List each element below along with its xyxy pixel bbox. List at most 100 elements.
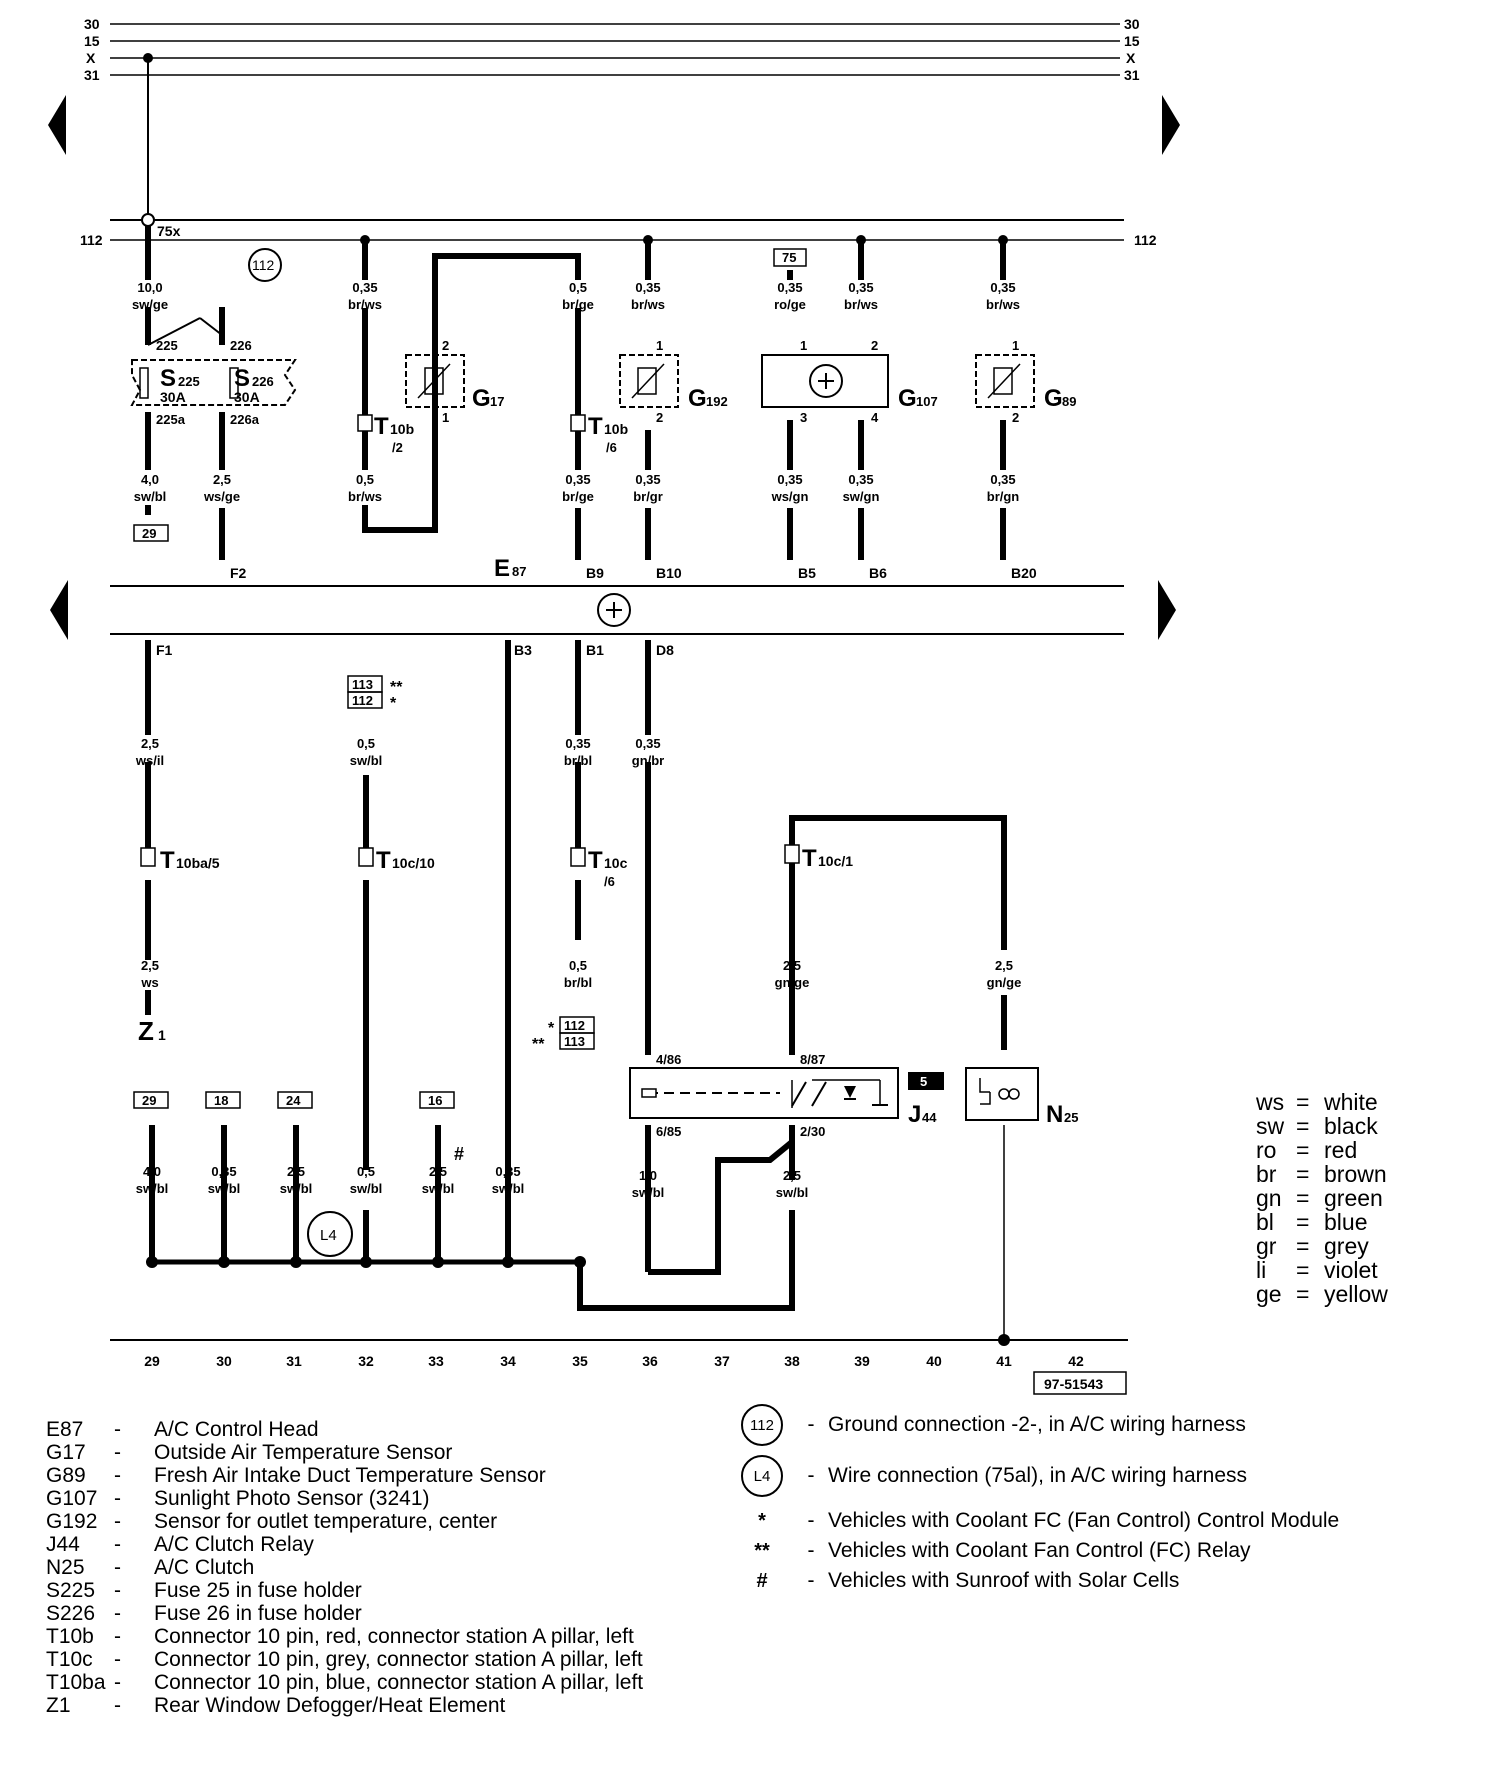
next-page-arrow-mid[interactable] [1158,580,1176,640]
wire-label: 0,35 [635,736,660,751]
wire-label: 0,35 [495,1164,520,1179]
wire-label: gn/ge [987,975,1022,990]
g107-pin-1: 1 [800,338,807,353]
color-key-row: gn=green [1256,1186,1388,1210]
ck-abbr: bl [1256,1209,1274,1235]
wire-label: 2,5 [995,958,1013,973]
wire-label: 2,5 [783,1168,801,1183]
diagram-number-box [1033,1371,1127,1395]
wire-label: br/ws [986,297,1020,312]
wire-label: 2,5 [783,958,801,973]
legend-code: Z1 [46,1694,71,1717]
g192-sub: 192 [706,394,728,409]
wire-label: 2,5 [213,472,231,487]
color-key-row: gr=grey [1256,1234,1388,1258]
legend-dash: - [114,1533,121,1556]
svg-text:/6: /6 [606,440,617,455]
g89-pin-top: 1 [1012,338,1019,353]
rail-x-left: X [86,50,96,66]
g107-pin-3: 3 [800,410,807,425]
svg-text:B20: B20 [1011,565,1037,581]
svg-text:B3: B3 [514,642,532,658]
legend-row: Z1-Rear Window Defogger/Heat Element [46,1694,746,1717]
svg-text:*: * [390,695,397,712]
e87-sub: 87 [512,564,526,579]
svg-text:29: 29 [144,1353,160,1369]
legend-dash: - [114,1694,121,1717]
note-dash: - [807,1569,815,1592]
ck-name: white [1324,1089,1378,1115]
e87-control-head: E 87 [110,555,1124,635]
note-row: L4 - Wire connection (75al), in A/C wiri… [730,1450,1450,1502]
ck-eq: = [1296,1089,1310,1115]
ck-eq: = [1296,1209,1310,1235]
wire-label: sw/bl [776,1185,809,1200]
note-symbol: L4 [730,1455,794,1497]
wire-label: 0,5 [357,736,375,751]
ref-box-29-top [133,524,169,542]
wire-label: sw/bl [492,1181,525,1196]
legend-row: G89-Fresh Air Intake Duct Temperature Se… [46,1464,746,1487]
prev-page-arrow-mid[interactable] [50,580,68,640]
ck-abbr: sw [1256,1113,1285,1139]
j44-pin-887: 8/87 [800,1052,825,1067]
note-row: 112 - Ground connection -2-, in A/C wiri… [730,1400,1450,1450]
rail-30-left: 30 [84,16,100,32]
sensor-g17: G 17 2 1 [405,338,504,425]
wire-label: br/gn [987,489,1020,504]
option-boxes-col32: 113 112 ** * [347,675,403,712]
j44-pin-486: 4/86 [656,1052,681,1067]
legend-row: G17-Outside Air Temperature Sensor [46,1441,746,1464]
note-row: ** - Vehicles with Coolant Fan Control (… [730,1536,1450,1566]
wire-label: br/bl [564,753,592,768]
svg-text:36: 36 [642,1353,658,1369]
relay-location-number: 5 [920,1074,927,1089]
wire-label: sw/bl [280,1181,313,1196]
terminal-75x: 75x [157,223,181,239]
wire-label: 0,35 [777,472,802,487]
legend-desc: Connector 10 pin, red, connector station… [154,1625,634,1648]
note-row: # - Vehicles with Sunroof with Solar Cel… [730,1566,1450,1596]
svg-text:10c: 10c [604,855,628,871]
note-dash: - [807,1539,815,1562]
wire-label: br/ge [562,489,594,504]
wire-label: 0,5 [569,958,587,973]
color-key-row: ge=yellow [1256,1282,1388,1306]
svg-text:10c/10: 10c/10 [392,855,435,871]
rail-x-right: X [1126,50,1136,66]
ck-eq: = [1296,1185,1310,1211]
pin-226: 226 [230,338,252,353]
legend-row: S226-Fuse 26 in fuse holder [46,1602,746,1625]
ref-box-75-label: 75 [782,250,796,265]
sensor-g192: G 192 1 2 [619,338,728,425]
note-text: Vehicles with Sunroof with Solar Cells [828,1569,1180,1592]
e87-main: E [494,555,510,582]
wire-label: 2,5 [429,1164,447,1179]
wiring-diagram: 30 15 X 31 30 15 X 31 112 112 75x 112 [48,16,1180,1395]
svg-text:10b: 10b [390,421,414,437]
ground-ref-boxes: 29 18 24 16 # [133,1091,464,1164]
wire-label: 0,35 [565,736,590,751]
g192-main: G [688,385,707,412]
legend-code: G17 [46,1441,86,1464]
ck-eq: = [1296,1281,1310,1307]
ck-eq: = [1296,1233,1310,1259]
relay-j44: 5 J 44 4/86 8/87 6/85 2/30 [629,1052,944,1139]
legend-desc: Sensor for outlet temperature, center [154,1510,498,1533]
g17-pin-top: 2 [442,338,449,353]
svg-text:**: ** [390,679,403,696]
svg-text:31: 31 [286,1353,302,1369]
wire-label: 0,35 [211,1164,236,1179]
legend-code: G192 [46,1510,98,1533]
wire-label: 0,5 [356,472,374,487]
wire-label: 2,5 [141,958,159,973]
z1-sub: 1 [158,1027,166,1043]
svg-text:B1: B1 [586,642,604,658]
prev-page-arrow-top[interactable] [48,95,66,155]
next-page-arrow-top[interactable] [1162,95,1180,155]
g89-pin-bot: 2 [1012,410,1019,425]
g107-pin-4: 4 [871,410,879,425]
legend-dash: - [114,1487,121,1510]
wire-color-key: ws=white sw=black ro=red br=brown gn=gre… [1256,1090,1388,1306]
